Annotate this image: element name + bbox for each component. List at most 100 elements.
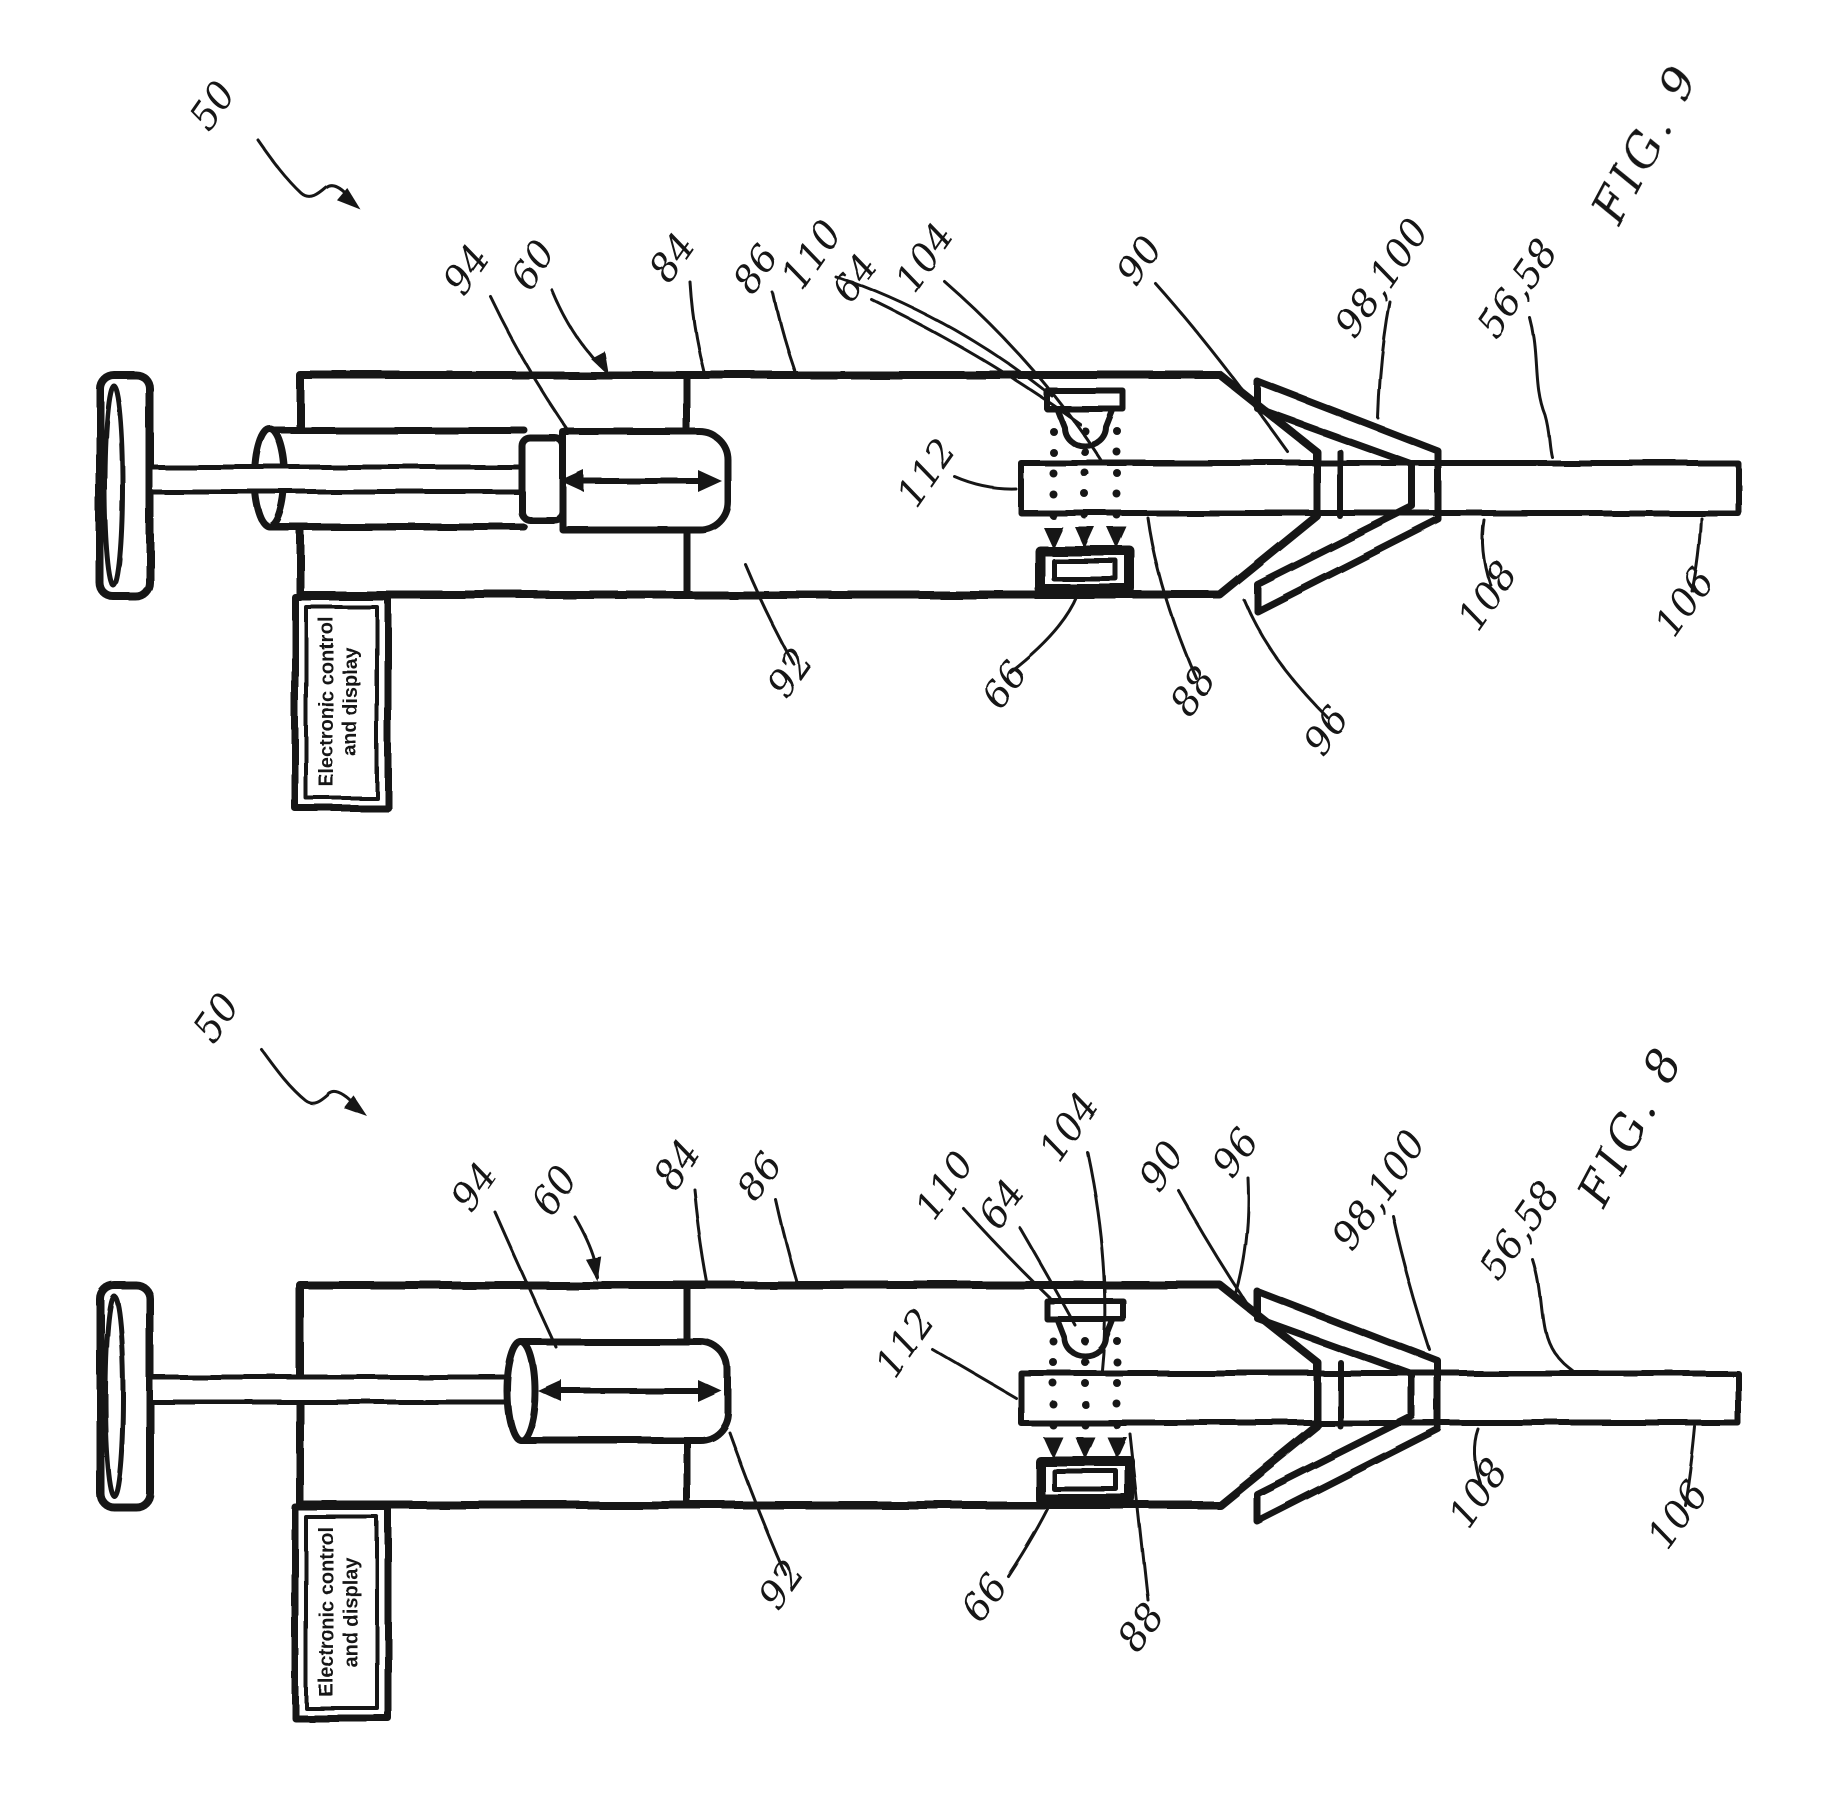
leader-line-98,100 (1391, 1214, 1432, 1352)
leader-line-106 (1690, 516, 1703, 593)
spray-arrows (1043, 527, 1127, 549)
leader-line-92 (743, 562, 795, 665)
leader-line-96 (1234, 1176, 1250, 1296)
ref-label-94: 94 (442, 1154, 506, 1219)
arrow-left-head (538, 1380, 562, 1402)
leader-line-106 (1683, 1425, 1697, 1507)
control-box-inner (304, 1515, 379, 1710)
leader-arrowhead (336, 187, 360, 209)
needle-guard-cone (1253, 1287, 1442, 1525)
leader-line-84 (688, 280, 706, 374)
leader-line-84 (692, 1187, 709, 1284)
ref-label-92: 92 (749, 1552, 813, 1617)
leader-line-94 (488, 294, 570, 432)
thumb-rest-rim (102, 1293, 126, 1499)
piston-end-cap (503, 1338, 539, 1444)
control-box (291, 1503, 392, 1722)
leader-line-90 (1176, 1188, 1258, 1319)
thumb-rest-rim (102, 383, 126, 589)
needle-channel (1018, 1370, 1741, 1426)
leader-line-56,58 (1528, 316, 1554, 459)
control-box-line2: and display (340, 646, 362, 757)
needle-guard-cone (1253, 377, 1442, 615)
spray-dots (1049, 1337, 1121, 1429)
arrow-right-head (698, 470, 722, 492)
control-box-inner (304, 605, 379, 800)
figure-9-drawing (96, 371, 1741, 812)
leader-line-66 (1006, 1498, 1054, 1578)
control-box-line1: Electronic control (316, 1527, 338, 1697)
leader-line-98,100 (1376, 300, 1392, 420)
leader-arrowhead (584, 1255, 601, 1281)
leader-line-66 (1008, 594, 1079, 674)
leader-line-88 (1128, 1432, 1150, 1602)
ref-label-106: 106 (1639, 1472, 1717, 1557)
ref-label-60: 60 (522, 1158, 586, 1223)
control-box-line2: and display (340, 1556, 362, 1667)
ref-label-98,100: 98,100 (1323, 1123, 1435, 1257)
sensor-slot (1051, 558, 1119, 582)
leader-line-108 (1480, 518, 1492, 586)
leader-line-104 (942, 279, 1105, 465)
sensor-window (1035, 1456, 1135, 1504)
figure-caption: FIG. 8 (1566, 1036, 1696, 1216)
leader-line-112 (930, 1347, 1018, 1400)
ref-label-90: 90 (1107, 228, 1171, 293)
control-box (291, 593, 392, 812)
control-box-text: Electronic control and display (316, 617, 362, 787)
ref-label-106: 106 (1646, 560, 1724, 645)
leader-line-96 (1242, 598, 1330, 720)
needle-channel (1018, 460, 1741, 516)
ref-label-90: 90 (1129, 1133, 1193, 1198)
piston-seal (518, 434, 567, 524)
figure-caption: FIG. 9 (1581, 53, 1711, 233)
ref-label-94: 94 (434, 237, 498, 302)
control-box-line1: Electronic control (316, 617, 338, 787)
leader-line-50 (260, 1048, 364, 1114)
leader-line-86 (771, 291, 797, 374)
leader-line-94 (493, 1210, 558, 1349)
leader-line-90 (1154, 282, 1290, 454)
arrow-right-head (698, 1380, 722, 1402)
ref-label-88: 88 (1160, 658, 1224, 723)
ref-label-108: 108 (1449, 553, 1527, 638)
leader-line-104 (1085, 1150, 1107, 1372)
ref-label-50: 50 (180, 73, 244, 138)
ref-label-88: 88 (1109, 1595, 1173, 1660)
ref-label-98,100: 98,100 (1325, 210, 1437, 344)
leader-arrowhead (589, 350, 608, 375)
ref-label-86: 86 (727, 1144, 791, 1209)
leader-line-86 (774, 1198, 799, 1284)
leader-line-110 (962, 1207, 1052, 1300)
ref-label-56,58: 56,58 (1467, 230, 1565, 344)
leader-line-92 (727, 1430, 787, 1576)
ref-label-50: 50 (184, 985, 248, 1050)
ref-label-66: 66 (952, 1565, 1016, 1630)
figure-9: Electronic control and display FIG. 9 50… (96, 53, 1741, 812)
leader-line-64 (870, 298, 1082, 426)
ref-label-56,58: 56,58 (1470, 1173, 1568, 1287)
leader-arrowhead (344, 1095, 368, 1117)
plunger-rod (147, 1374, 521, 1405)
ref-label-66: 66 (972, 652, 1036, 717)
ref-label-60: 60 (500, 232, 564, 297)
ref-label-84: 84 (645, 1132, 709, 1197)
ref-label-96: 96 (1294, 698, 1358, 763)
leader-line-108 (1473, 1427, 1482, 1485)
reservoir-sleeve (266, 426, 528, 531)
leader-line-64 (1018, 1226, 1077, 1327)
spray-dots (1049, 427, 1121, 519)
plunger-rod (147, 464, 527, 495)
nozzle-plate (1044, 1298, 1126, 1322)
ref-label-96: 96 (1203, 1120, 1267, 1185)
figure-8: Electronic control and display FIG. 8 50… (96, 985, 1741, 1722)
leader-line-56,58 (1531, 1258, 1575, 1373)
arrow-left-head (560, 470, 584, 492)
nozzle-cup (1054, 406, 1116, 449)
leader-line-50 (256, 138, 356, 205)
control-box-text: Electronic control and display (316, 1527, 362, 1697)
ref-label-92: 92 (757, 640, 821, 705)
ref-label-104: 104 (1031, 1085, 1109, 1170)
